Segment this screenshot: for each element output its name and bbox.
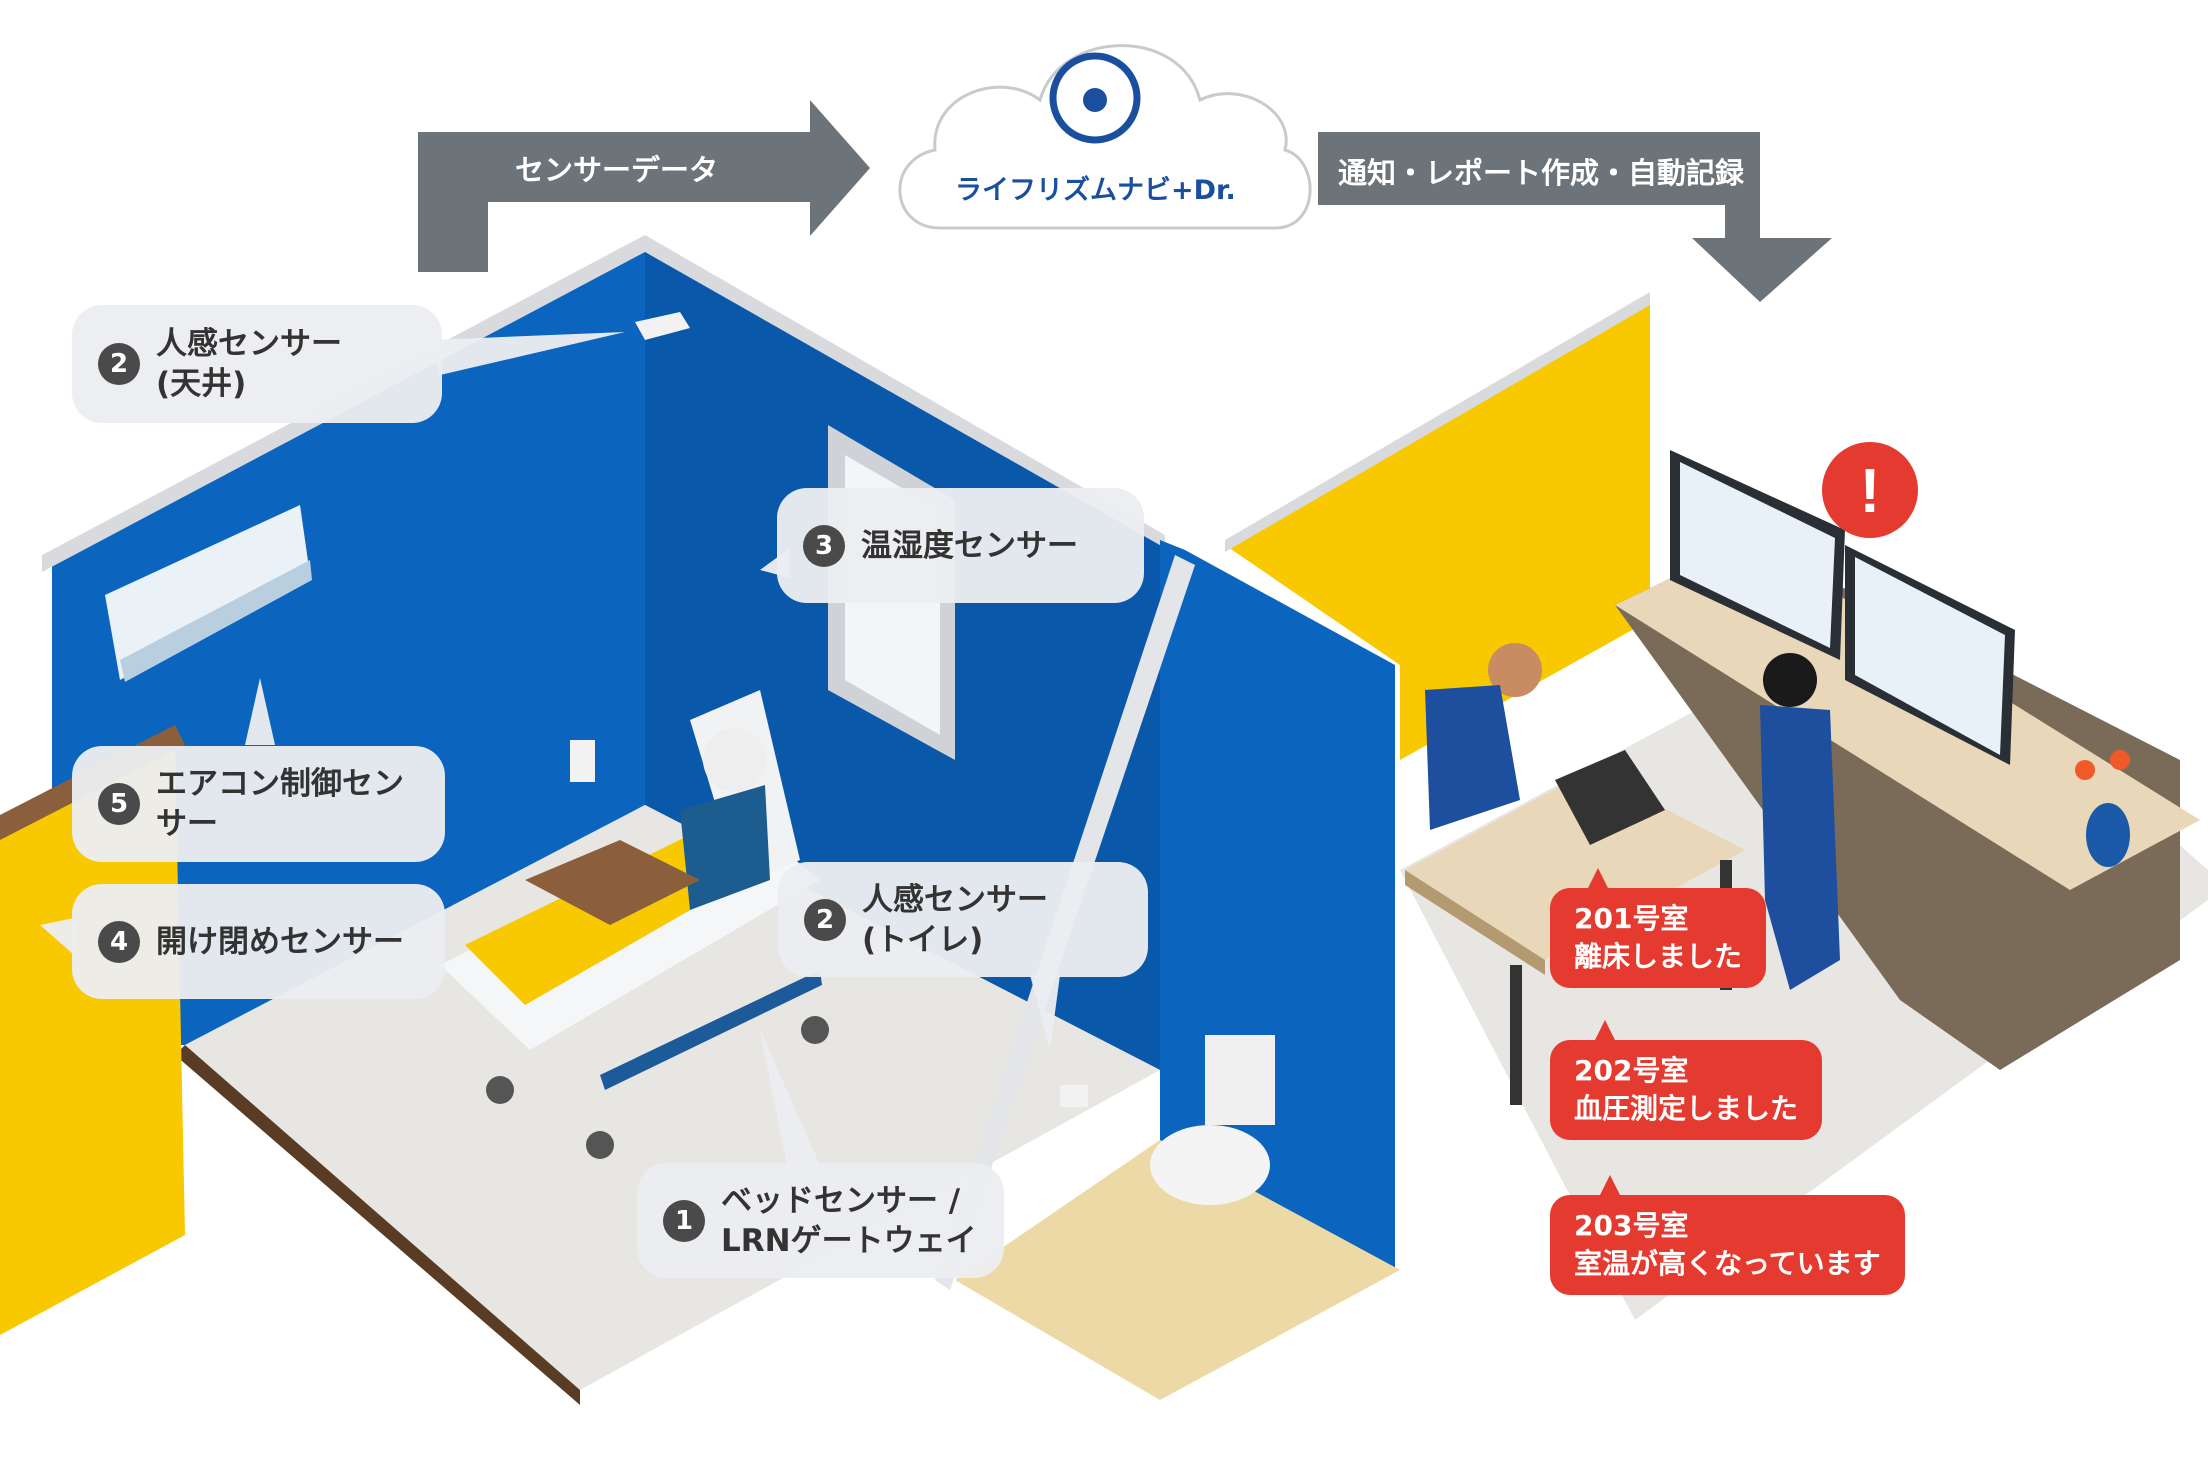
callout-number: 2 (98, 343, 140, 385)
cloud-service-name: ライフリズムナビ+Dr. (955, 175, 1236, 206)
station-wall (1225, 300, 1650, 760)
notification-room: 201号室 (1574, 902, 1689, 935)
patient-body (680, 785, 770, 910)
callout-open-close-sensor: 4 開け閉めセンサー (72, 884, 445, 999)
callout-number: 3 (803, 524, 845, 567)
bed-wheel (586, 1131, 614, 1159)
notification-201: 201号室 離床しました (1550, 888, 1767, 988)
callout-label: ベッドセンサー / (721, 1182, 961, 1219)
staff-head (1763, 653, 1817, 707)
alert-symbol: ! (1860, 457, 1881, 526)
sensor-data-label: センサーデータ (515, 153, 719, 187)
desk (1405, 770, 1745, 960)
tablet (1555, 750, 1665, 845)
staff-body (1425, 685, 1520, 830)
notification-message: 室温が高くなっています (1574, 1247, 1881, 1280)
callout-pointer (40, 918, 74, 955)
floor-edge (175, 1045, 580, 1405)
callout-pointer (245, 678, 275, 745)
wall-outlet (570, 740, 595, 782)
ceiling-sensor (635, 312, 690, 340)
callout-motion-sensor-ceiling: 2 人感センサー (天井) (72, 305, 442, 423)
callout-label: 開け閉めセンサー (156, 923, 404, 960)
bed-wheel (801, 1016, 829, 1044)
notification-pointer (1595, 1020, 1615, 1040)
staff-station: ! (1225, 292, 2208, 1320)
callout-number: 4 (98, 920, 140, 963)
notification-message: 血圧測定しました (1574, 1092, 1799, 1125)
callout-sublabel: LRNゲートウェイ (721, 1222, 977, 1259)
callout-pointer (760, 1030, 820, 1165)
notification-pointer (1600, 1175, 1620, 1195)
station-wall-edge (1225, 292, 1650, 552)
monitor-right-screen (1855, 557, 2005, 755)
patient-head (703, 728, 767, 792)
air-conditioner (105, 505, 310, 680)
notification-pointers (1588, 868, 1620, 1195)
toilet-tank (1205, 1035, 1275, 1125)
staff-body (1760, 705, 1840, 990)
output-arrow (1318, 132, 1832, 302)
cloud-service (898, 44, 1312, 230)
callout-motion-sensor-toilet: 2 人感センサー(トイレ) (778, 862, 1148, 977)
notification-pointer (1588, 868, 1608, 888)
notification-message: 離床しました (1574, 940, 1743, 973)
callout-label: 人感センサー (156, 326, 342, 362)
sensor-data-arrow (418, 100, 870, 272)
callout-aircon-control-sensor: 5 エアコン制御センサー (72, 746, 445, 862)
callout-temp-humidity-sensor: 3 温湿度センサー (777, 488, 1144, 603)
bed-base (600, 970, 822, 1090)
callout-pointer (1030, 975, 1060, 1050)
callout-label: エアコン制御センサー (156, 766, 404, 842)
output-label: 通知・レポート作成・自動記録 (1338, 156, 1745, 190)
desk-leg (1510, 965, 1522, 1105)
notification-room: 203号室 (1574, 1209, 1689, 1242)
callout-bed-sensor-gateway: 1 ベッドセンサー /LRNゲートウェイ (637, 1163, 1004, 1278)
toilet (1150, 1125, 1270, 1205)
notification-202: 202号室 血圧測定しました (1550, 1040, 1823, 1140)
flower (2110, 750, 2130, 770)
counter-top (1615, 540, 2200, 890)
toilet-floor (955, 1140, 1400, 1400)
callout-number: 1 (663, 1199, 705, 1242)
callout-pointer (430, 332, 625, 375)
callout-pointers (40, 332, 1060, 1165)
staff-head (1488, 643, 1542, 697)
flower-vase (2086, 803, 2130, 867)
callout-number: 5 (98, 783, 140, 825)
monitor-left-screen (1680, 462, 1835, 648)
callout-number: 2 (804, 898, 846, 941)
data-flow-arrows (418, 100, 1832, 302)
alert-bubble (1822, 442, 1918, 538)
desk-edge (1405, 870, 1545, 975)
cloud-logo-icon (1049, 52, 1141, 144)
flower (2075, 760, 2095, 780)
notification-203: 203号室 室温が高くなっています (1550, 1195, 1905, 1295)
callout-sublabel: (トイレ) (862, 921, 984, 958)
air-conditioner-front (120, 560, 312, 682)
bed-wheel (486, 1076, 514, 1104)
toilet-sensor (1060, 1085, 1088, 1107)
cloud-logo-heart-icon (1083, 88, 1107, 112)
notification-room: 202号室 (1574, 1054, 1689, 1087)
callout-label: 温湿度センサー (861, 527, 1078, 564)
tray-table (525, 840, 700, 925)
callout-sublabel: (天井) (156, 366, 247, 402)
callout-label: 人感センサー (862, 881, 1048, 918)
